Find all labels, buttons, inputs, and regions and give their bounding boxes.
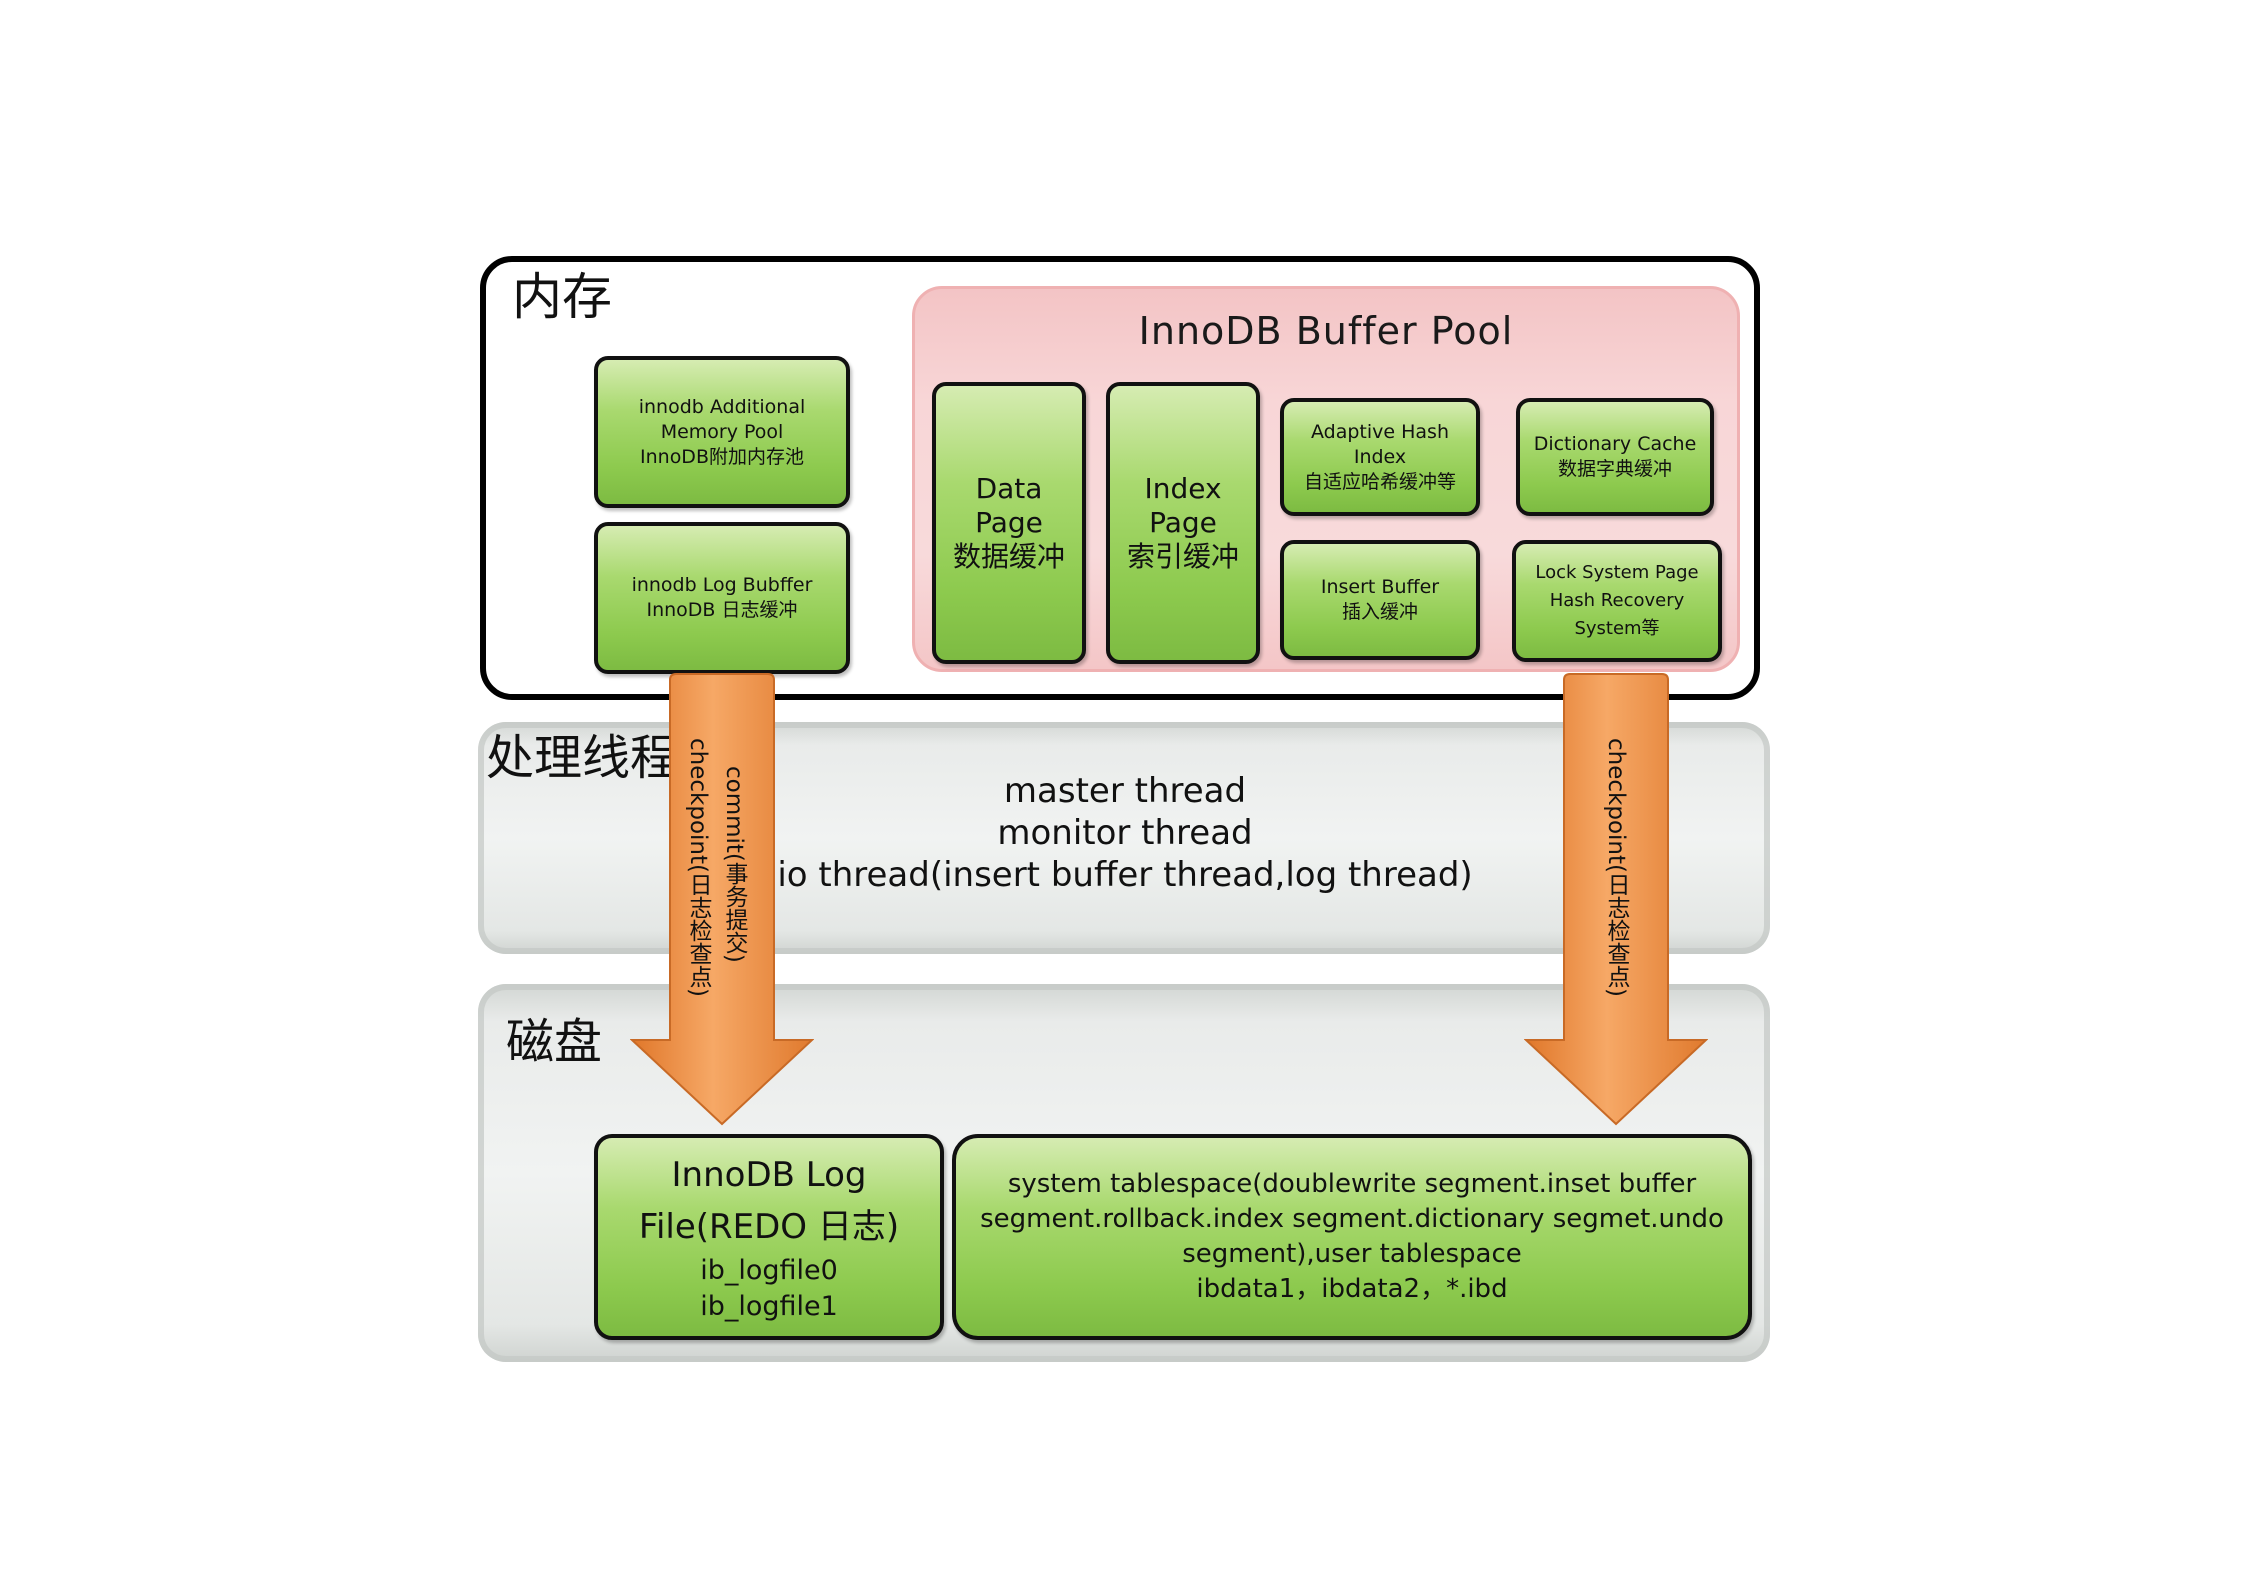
insert-buffer-box: Insert Buffer 插入缓冲 (1280, 540, 1480, 660)
log-buffer-line2: InnoDB 日志缓冲 (646, 599, 798, 621)
index-page-box: Index Page 索引缓冲 (1106, 382, 1260, 664)
buffer-pool-title: InnoDB Buffer Pool (1138, 309, 1514, 353)
adaptive-hash-index-box: Adaptive Hash Index 自适应哈希缓冲等 (1280, 398, 1480, 516)
index-page-line2: Page (1149, 506, 1217, 539)
log-file-line4: ib_logfile1 (700, 1291, 838, 1322)
tablespace-line4: ibdata1，ibdata2，*.ibd (1196, 1274, 1508, 1304)
thread-list: master thread monitor thread io thread(i… (760, 770, 1490, 896)
dictionary-cache-box: Dictionary Cache 数据字典缓冲 (1516, 398, 1714, 516)
insert-buffer-line1: Insert Buffer (1320, 576, 1440, 598)
lock-system-line1: Lock System Page (1535, 562, 1699, 583)
data-page-line3: 数据缓冲 (952, 540, 1065, 573)
checkpoint-label-right: checkpoint(日志检查点) (1603, 738, 1629, 997)
insert-buffer-line2: 插入缓冲 (1341, 601, 1418, 623)
lock-system-box: Lock System Page Hash Recovery System等 (1512, 540, 1722, 662)
tablespace-line3: segment),user tablespace (1182, 1239, 1522, 1269)
tablespace-line1: system tablespace(doublewrite segment.in… (1007, 1169, 1697, 1199)
commit-checkpoint-arrow (630, 673, 814, 1126)
lock-system-line3: System等 (1574, 618, 1660, 639)
monitor-thread-label: monitor thread (997, 813, 1253, 853)
master-thread-label: master thread (1003, 771, 1247, 811)
additional-memory-pool-box: innodb Additional Memory Pool InnoDB附加内存… (594, 356, 850, 508)
dictionary-cache-line1: Dictionary Cache (1533, 433, 1697, 455)
log-buffer-box: innodb Log Bubffer InnoDB 日志缓冲 (594, 522, 850, 674)
data-page-line1: Data (975, 472, 1043, 505)
adaptive-hash-line1: Adaptive Hash (1310, 420, 1449, 443)
log-file-line3: ib_logfile0 (700, 1255, 838, 1286)
tablespace-line2: segment.rollback.index segment.dictionar… (980, 1204, 1724, 1234)
index-page-line3: 索引缓冲 (1126, 540, 1239, 573)
additional-pool-line1: innodb Additional (638, 395, 806, 418)
checkpoint-label-left: checkpoint(日志检查点) (685, 738, 711, 997)
data-page-box: Data Page 数据缓冲 (932, 382, 1086, 664)
adaptive-hash-line3: 自适应哈希缓冲等 (1303, 470, 1456, 493)
log-file-line2: File(REDO 日志) (638, 1207, 900, 1247)
process-thread-title: 处理线程 (486, 730, 679, 786)
index-page-line1: Index (1144, 472, 1222, 505)
tablespace-box: system tablespace(doublewrite segment.in… (952, 1134, 1752, 1340)
dictionary-cache-line2: 数据字典缓冲 (1557, 458, 1672, 480)
data-page-line2: Page (975, 506, 1043, 539)
adaptive-hash-line2: Index (1353, 445, 1407, 468)
lock-system-line2: Hash Recovery (1549, 590, 1685, 611)
log-file-line1: InnoDB Log (671, 1155, 867, 1195)
log-buffer-line1: innodb Log Bubffer (631, 574, 813, 596)
additional-pool-line2: Memory Pool (660, 420, 784, 443)
commit-label: commit(事务提交) (721, 766, 747, 963)
io-thread-label: io thread(insert buffer thread,log threa… (777, 855, 1473, 895)
memory-title: 内存 (512, 268, 612, 326)
innodb-log-file-box: InnoDB Log File(REDO 日志) ib_logfile0 ib_… (594, 1134, 944, 1340)
additional-pool-line3: InnoDB附加内存池 (640, 445, 804, 468)
checkpoint-arrow-right (1524, 673, 1708, 1126)
disk-title: 磁盘 (506, 1014, 603, 1070)
